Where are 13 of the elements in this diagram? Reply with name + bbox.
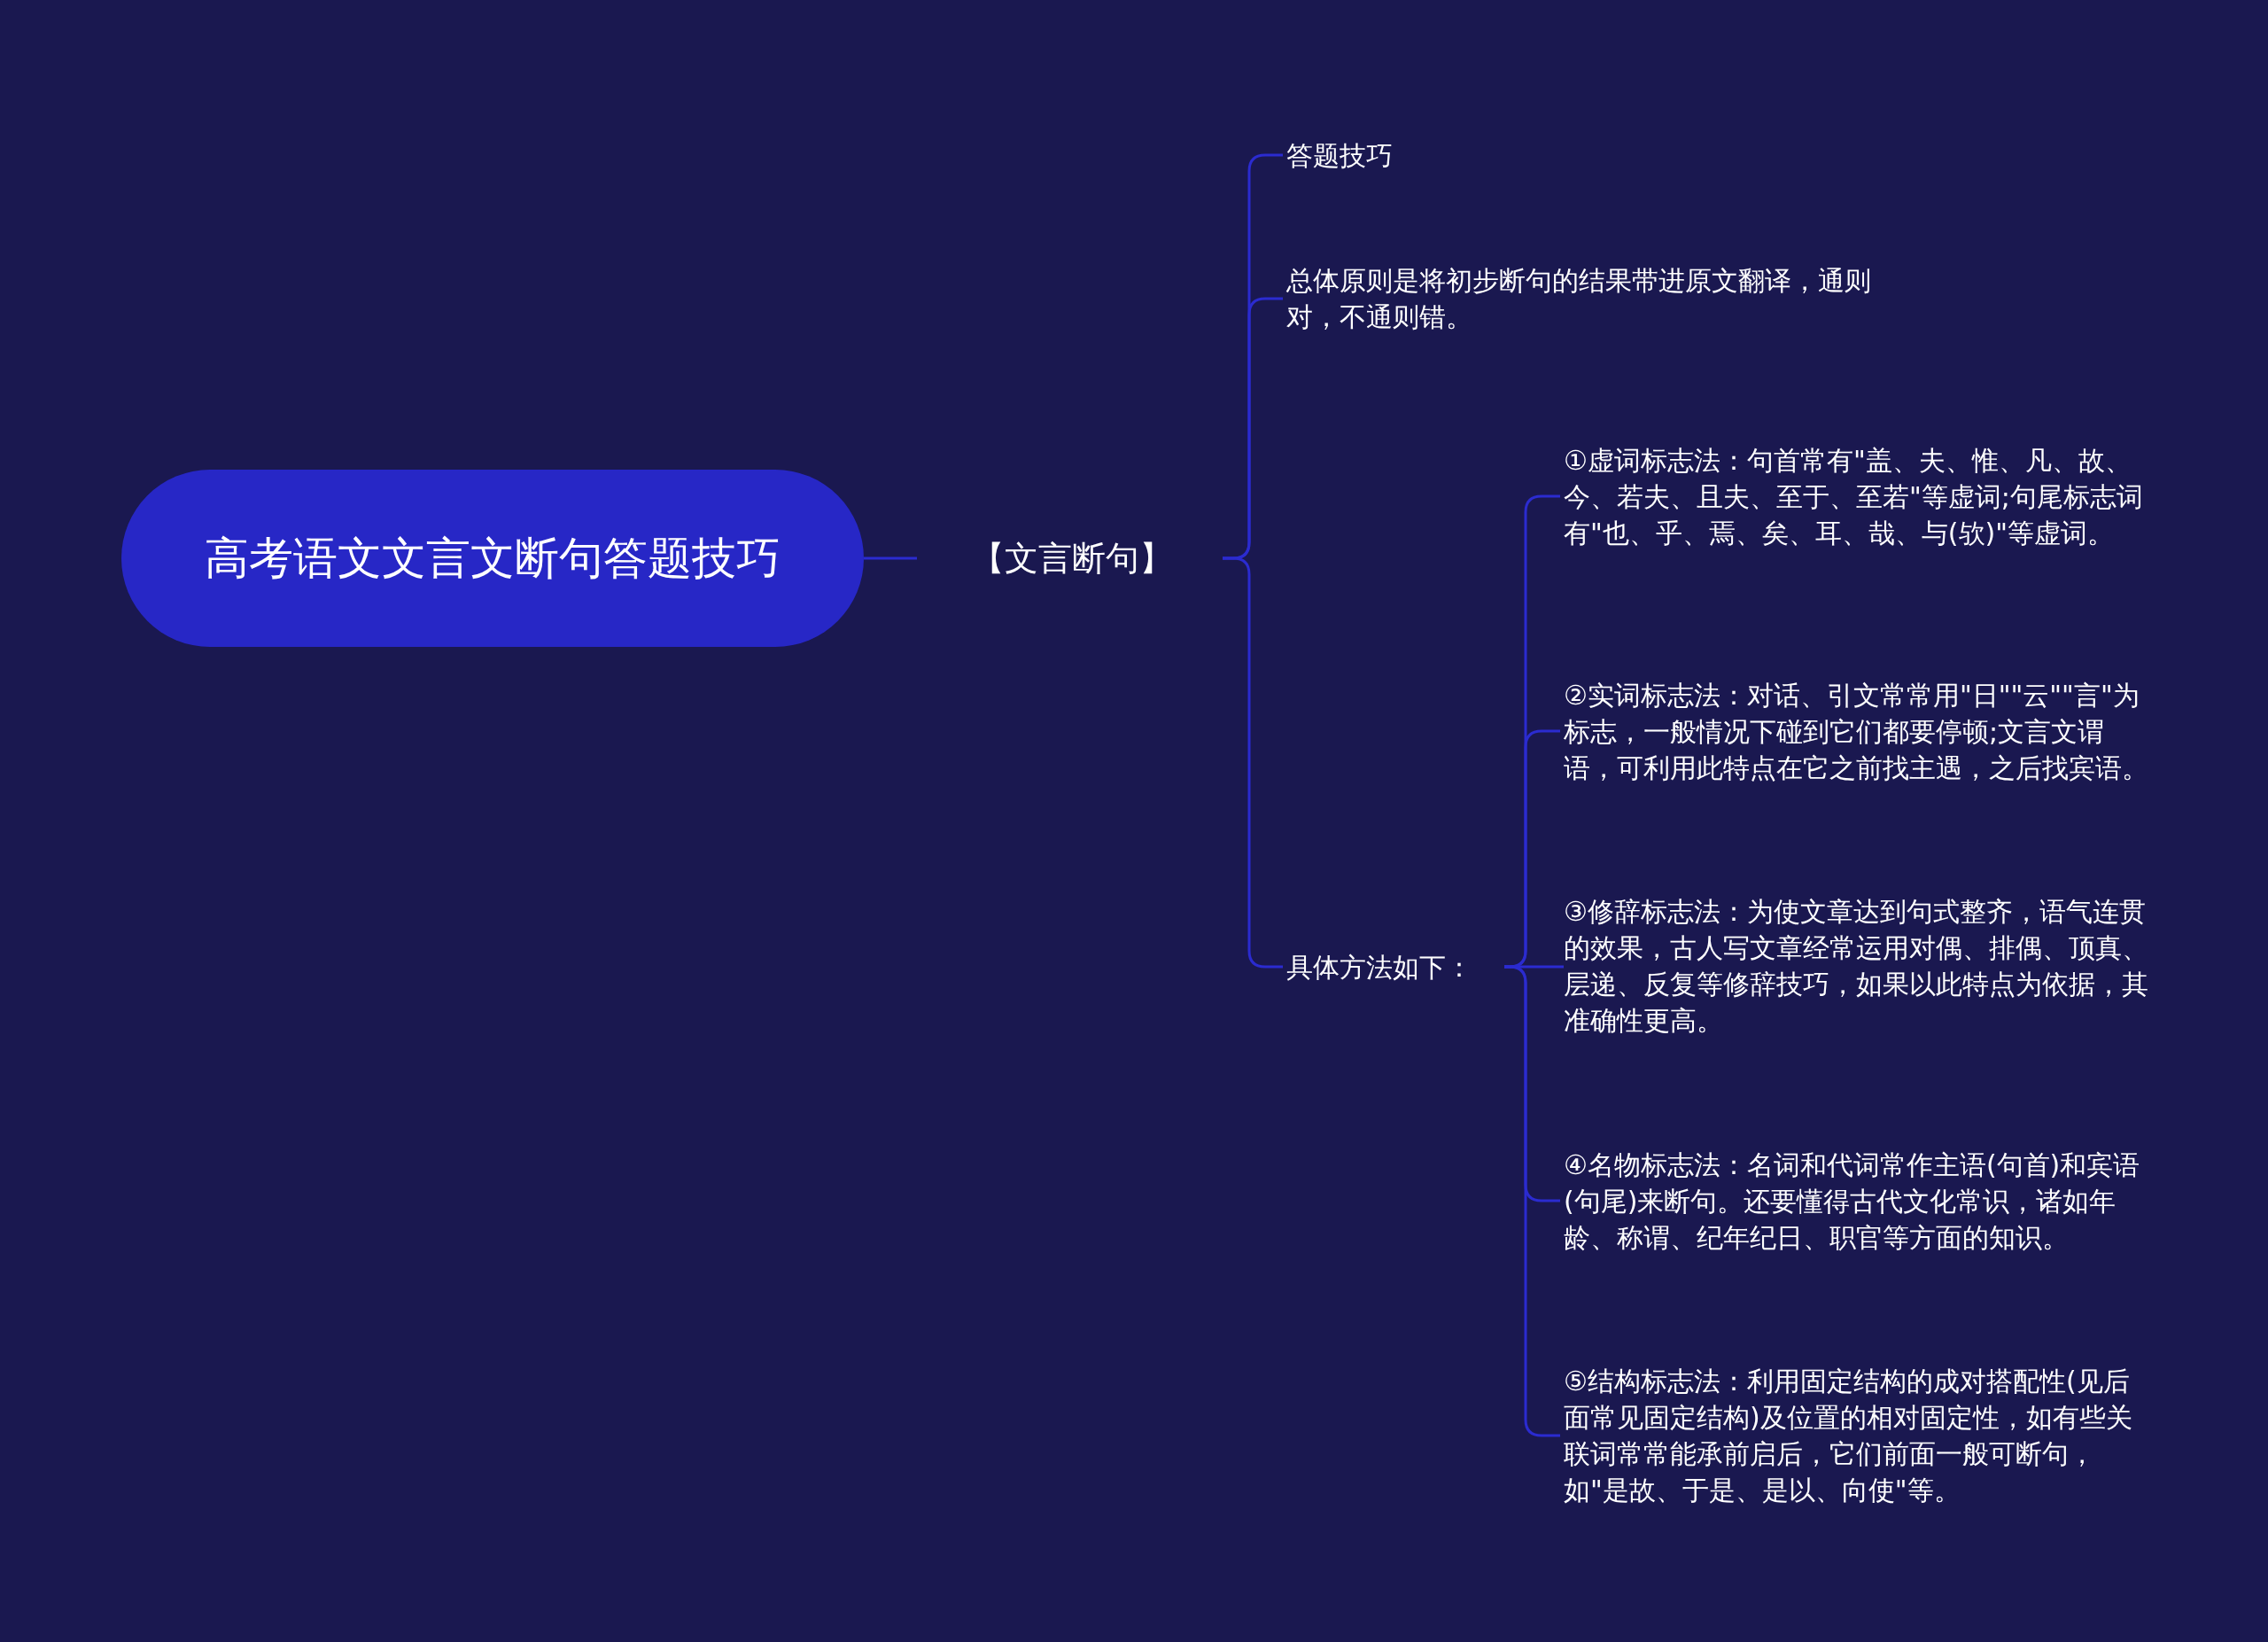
branch-text: 总体原则是将初步断句的结果带进原文翻译，通则对，不通则错。 <box>1286 264 1872 334</box>
branch-text: 具体方法如下： <box>1286 950 1472 984</box>
branch-text: 【文言断句】 <box>971 538 1173 580</box>
connector-line <box>1504 965 1560 1437</box>
leaf-text: ⑤结构标志法：利用固定结构的成对搭配性(见后面常见固定结构)及位置的相对固定性，如有些关联词常常能承前启后，它们前面一般可断句，如"是故、于是、是以、向使"等。 <box>1564 1365 2133 1507</box>
connector-line <box>864 556 917 560</box>
connector-line <box>1223 556 1283 969</box>
leaf-text: ④名物标志法：名词和代词常作主语(句首)和宾语(句尾)来断句。还要懂得古代文化常识，诸如年龄、称谓、纪年纪日、职官等方面的知识。 <box>1564 1148 2141 1255</box>
leaf-text: ①虚词标志法：句首常有"盖、夫、惟、凡、故、今、若夫、且夫、至于、至若"等虚词;句尾标志词有"也、乎、焉、矣、耳、哉、与(欤)"等虚词。 <box>1564 443 2144 550</box>
leaf-text: ③修辞标志法：为使文章达到句式整齐，语气连贯的效果，古人写文章经常运用对偶、排偶、顶真、层递、反复等修辞技巧，如果以此特点为依据，其准确性更高。 <box>1564 895 2148 1038</box>
topic-title: 高考语文文言文断句答题技巧 <box>205 532 781 586</box>
branch-text: 答题技巧 <box>1286 138 1393 173</box>
leaf-text: ②实词标志法：对话、引文常常用"日""云""言"为标志，一般情况下碰到它们都要停顿;文言文谓语，可利用此特点在它之前找主遇，之后找宾语。 <box>1564 678 2148 785</box>
